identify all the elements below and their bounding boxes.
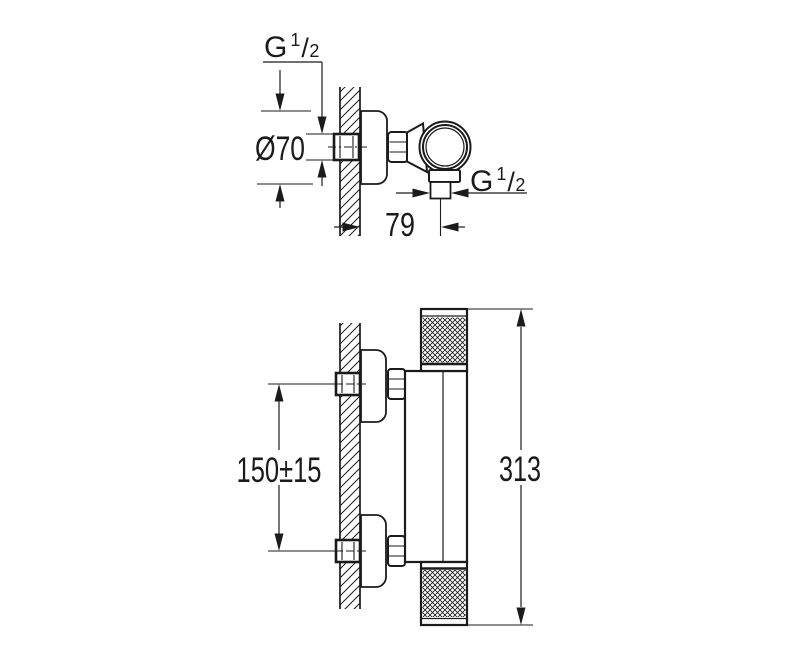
hex-connector-facets — [389, 141, 407, 153]
hex-connector-lower-facets — [389, 545, 404, 557]
mixer-body — [403, 369, 469, 564]
dimension-label-diameter: Ø70 — [255, 130, 305, 168]
arrow-left-icon — [451, 188, 469, 198]
wall-hatch — [340, 87, 360, 236]
dim-overall-height: 313 — [467, 308, 541, 626]
arrow-down-icon — [317, 116, 327, 134]
lower-grip — [419, 560, 469, 627]
dimension-label-center-distance: 150±15 — [237, 451, 322, 490]
hex-connector-upper — [387, 368, 406, 400]
upper-grip-knurl — [422, 317, 466, 363]
swivel-ring-outer — [422, 124, 468, 170]
extension-lines — [268, 383, 341, 552]
arrow-right-icon — [342, 222, 360, 232]
upper-grip — [419, 307, 469, 373]
arrow-up-icon — [516, 309, 526, 327]
hex-connector-lower — [387, 535, 406, 567]
side-elevation-view: 150±15 313 — [237, 307, 541, 627]
dim-escutcheon-diameter: Ø70 — [255, 70, 313, 208]
arrow-up-icon — [317, 160, 327, 178]
wall-hatch — [340, 323, 360, 609]
hex-connector-upper-facets — [389, 378, 404, 390]
extension-lines — [306, 133, 341, 161]
arrow-right-icon — [412, 188, 430, 198]
dimension-label-overall-height: 313 — [499, 450, 541, 489]
lower-grip-knurl — [422, 570, 466, 617]
dim-wall-offset: 79 — [334, 206, 465, 243]
escutcheon-lower — [360, 514, 387, 588]
arrow-down-icon — [274, 533, 284, 551]
swivel-ring-inner — [425, 127, 465, 167]
arrow-left-icon — [441, 222, 459, 232]
arrow-down-icon — [516, 607, 526, 625]
extension-lines — [257, 110, 313, 185]
escutcheon-upper — [360, 349, 387, 423]
arrow-up-icon — [275, 184, 285, 202]
outlet-collar — [428, 169, 461, 183]
extension-lines — [467, 308, 533, 626]
outlet-pipe — [429, 181, 452, 200]
arrow-up-icon — [274, 384, 284, 402]
arrow-down-icon — [275, 93, 285, 111]
hex-connector — [387, 131, 409, 163]
dim-center-distance: 150±15 — [237, 383, 341, 552]
wall-edges — [339, 87, 361, 236]
escutcheon — [360, 110, 388, 185]
dimension-label-wall-offset: 79 — [385, 206, 415, 243]
